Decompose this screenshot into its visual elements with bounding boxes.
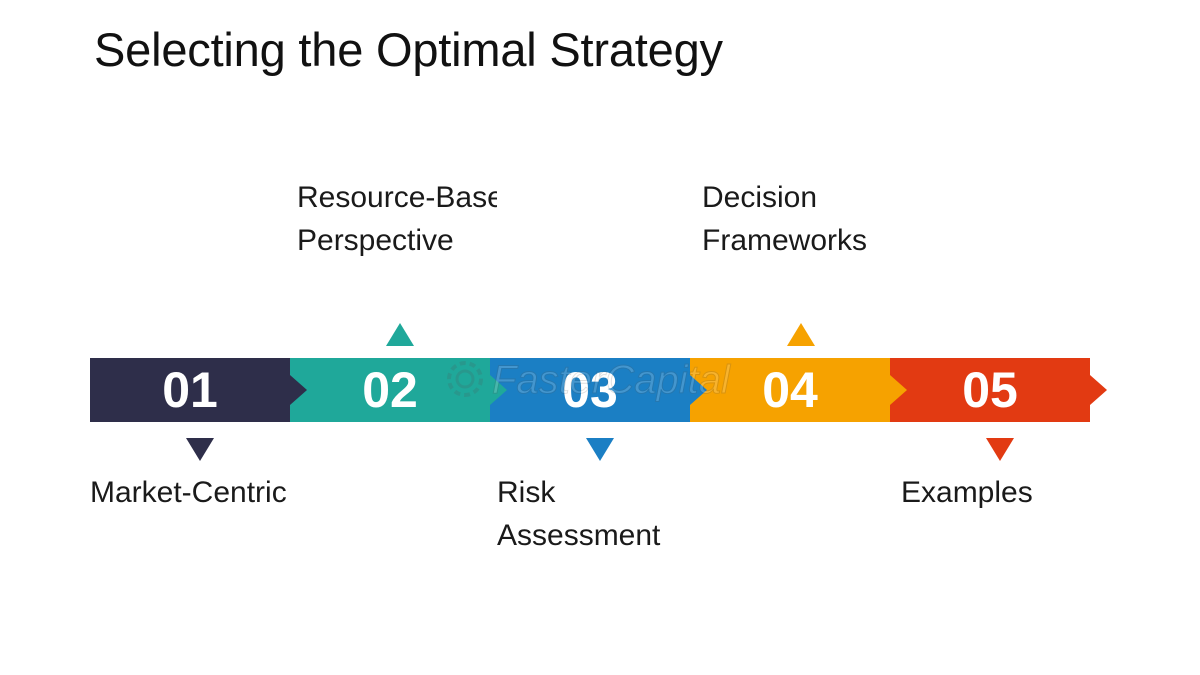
step-number: 05 <box>962 362 1018 418</box>
pointer-up-icon <box>386 323 414 346</box>
label-line: Perspective <box>297 224 454 257</box>
pointer-down-icon <box>986 438 1014 461</box>
label-line: Decision <box>702 181 818 214</box>
label-line: Examples <box>901 476 1033 509</box>
step-band-02: 02 <box>290 358 490 422</box>
step-number: 01 <box>162 362 218 418</box>
step-band-01: 01 <box>90 358 290 422</box>
step-label-05: Examples <box>901 471 1121 514</box>
step-band-04: 04 <box>690 358 890 422</box>
arrow-head-icon <box>1090 375 1107 405</box>
step-band-05: 05 <box>890 358 1090 422</box>
label-line: Assessment <box>497 519 661 552</box>
pointer-up-icon <box>787 323 815 346</box>
arrow-notch-icon <box>290 375 307 405</box>
arrow-notch-icon <box>890 375 907 405</box>
step-label-02: Resource-Based Perspective <box>297 176 497 262</box>
arrow-notch-icon <box>490 375 507 405</box>
label-line: Risk <box>497 476 556 509</box>
label-line: Frameworks <box>702 224 868 257</box>
label-line: Resource-Based <box>297 181 497 214</box>
step-number: 03 <box>562 362 618 418</box>
step-band-03: 03 <box>490 358 690 422</box>
pointer-down-icon <box>186 438 214 461</box>
label-line: Market-Centric <box>90 476 287 509</box>
arrow-notch-icon <box>690 375 707 405</box>
step-label-01: Market-Centric <box>90 471 290 514</box>
step-number: 04 <box>762 362 818 418</box>
step-label-04: Decision Frameworks <box>702 176 942 262</box>
step-number: 02 <box>362 362 418 418</box>
step-label-03: Risk Assessment <box>497 471 717 557</box>
page-title: Selecting the Optimal Strategy <box>94 23 723 76</box>
pointer-down-icon <box>586 438 614 461</box>
